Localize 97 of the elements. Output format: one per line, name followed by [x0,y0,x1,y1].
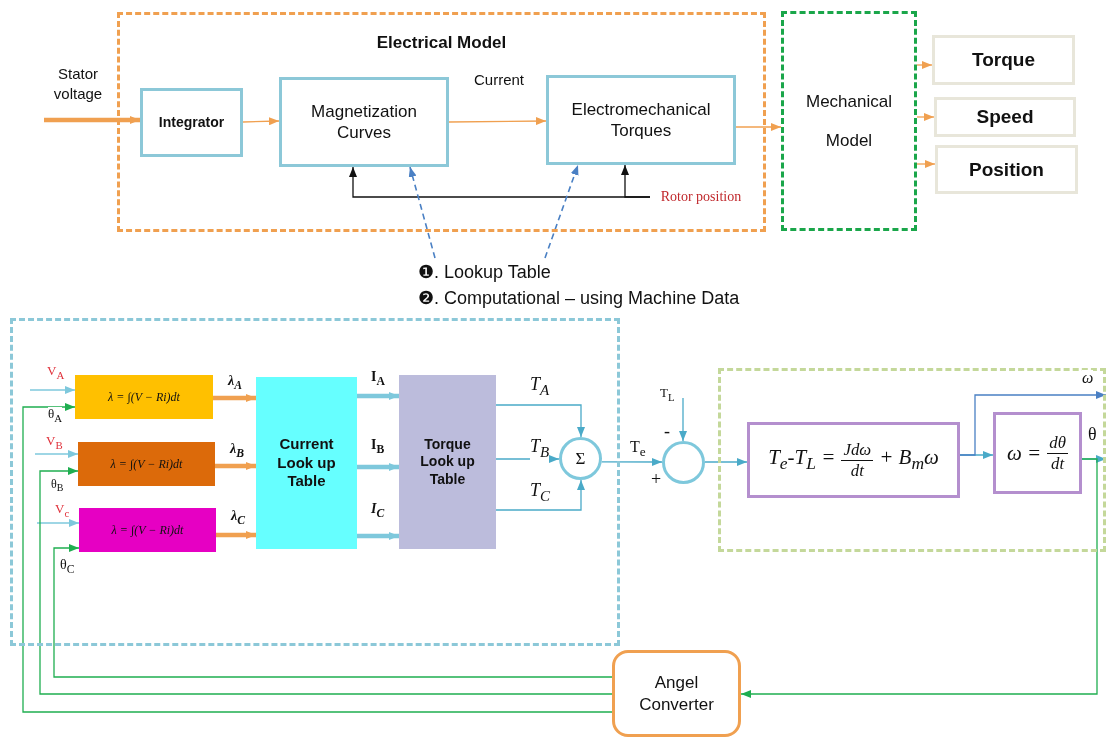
arrow [704,458,748,466]
arrow [495,455,560,463]
arrow [916,61,933,69]
frame-title: Mechanical Model [805,90,893,152]
node-text: Current Look up Table [276,434,337,492]
arrow [495,404,585,438]
sign-label: - [664,422,670,440]
arrow [44,116,140,124]
edge-label: θ$_{B}$ [51,478,64,494]
arrow [357,392,399,400]
node-text: Torque [972,48,1035,72]
arrow [916,113,935,121]
fraction-denominator: dt [850,460,864,480]
model-frame [781,11,917,231]
edge-label: λ$_{A}$ [228,374,242,392]
annotation-text: Rotor position [660,189,742,205]
frame-title: Electrical Model [376,33,507,53]
edge-label: I$_{C}$ [371,502,385,520]
process-box [279,77,449,167]
annotation-text: Stator voltage [52,64,104,103]
formula-text: ω = [1007,439,1042,467]
arrow [601,458,663,466]
edge-label: θ [1088,425,1097,443]
arrow [495,479,585,511]
formula-text: + B$_{m}$ω [879,444,939,476]
node-text: λ = ∫(V − Ri)dt [108,389,180,405]
output-box [932,35,1075,85]
arrow [215,462,256,470]
equation-box [747,422,960,498]
edge-label: V$_{B}$ [46,434,63,451]
edge-label: T$_{e}$ [630,439,646,459]
arrow [53,544,613,678]
edge-label: θ$_{C}$ [60,558,75,576]
arrow [621,164,651,198]
model-frame [117,12,766,232]
sum-junction [559,437,602,480]
node-text: Speed [976,105,1034,129]
edge-label: T$_{A}$ [530,375,550,398]
fraction-numerator: Jdω [841,440,874,461]
node-text: Torque Look up Table [419,435,476,489]
process-box [546,75,736,165]
process-box [140,88,243,157]
edge-label: V$_{A}$ [47,364,65,381]
sign-label: + [651,470,662,488]
converter-box [612,650,741,737]
formula-text: T$_{e}$-T$_{L}$ = [768,444,836,476]
output-box [935,145,1078,194]
arrow [679,397,687,442]
arrow [29,386,76,394]
equation-box [993,412,1082,494]
group-frame [718,368,1106,552]
arrow [34,450,79,458]
arrow [213,394,256,402]
arrow [36,519,80,527]
edge-label: T$_{C}$ [530,481,551,504]
sum-junction [662,441,705,484]
node-text: Magnetization Curves [310,100,418,144]
lookup-table-block [399,375,496,549]
edge-label: V$_{c}$ [55,502,70,519]
annotation-text: ❶. Lookup Table [418,260,551,284]
arrow [357,532,399,540]
fraction-numerator: dθ [1047,433,1068,454]
arrow [216,531,256,539]
arrow [740,458,1098,698]
dashed-arrow [408,166,436,259]
formula-block [78,442,215,486]
arrow [22,403,613,713]
fraction-denominator: dt [1051,453,1065,473]
edge-label: I$_{A}$ [371,370,385,388]
arrow [916,160,936,168]
edge-label: T$_{L}$ [660,386,675,403]
lookup-table-block [256,377,357,549]
arrow [39,467,613,695]
arrow [735,123,782,131]
edge-label: Current [474,72,525,87]
node-text: Σ [575,448,586,469]
arrow [357,463,399,471]
edge-label: θ$_{A}$ [48,407,63,424]
node-text: λ = ∫(V − Ri)dt [110,456,183,472]
edge-label: λ$_{B}$ [230,442,244,460]
edge-label: ω [1082,370,1094,386]
annotation-text: ❷. Computational – using Machine Data [418,287,740,310]
output-box [934,97,1076,137]
node-text: Integrator [158,113,225,132]
formula-block [79,508,216,552]
formula-block [75,375,213,419]
edge-label: λ$_{C}$ [231,509,245,527]
dashed-arrow [544,164,579,259]
node-text: Electromechanical Torques [570,98,712,142]
arrow [448,117,547,126]
edge-label: I$_{B}$ [371,438,385,456]
group-frame [10,318,620,646]
arrow [242,117,280,126]
node-text: λ = ∫(V − Ri)dt [111,522,184,538]
edge-label: T$_{B}$ [530,437,550,460]
node-text: Position [969,157,1044,182]
node-text: Angel Converter [638,672,715,715]
